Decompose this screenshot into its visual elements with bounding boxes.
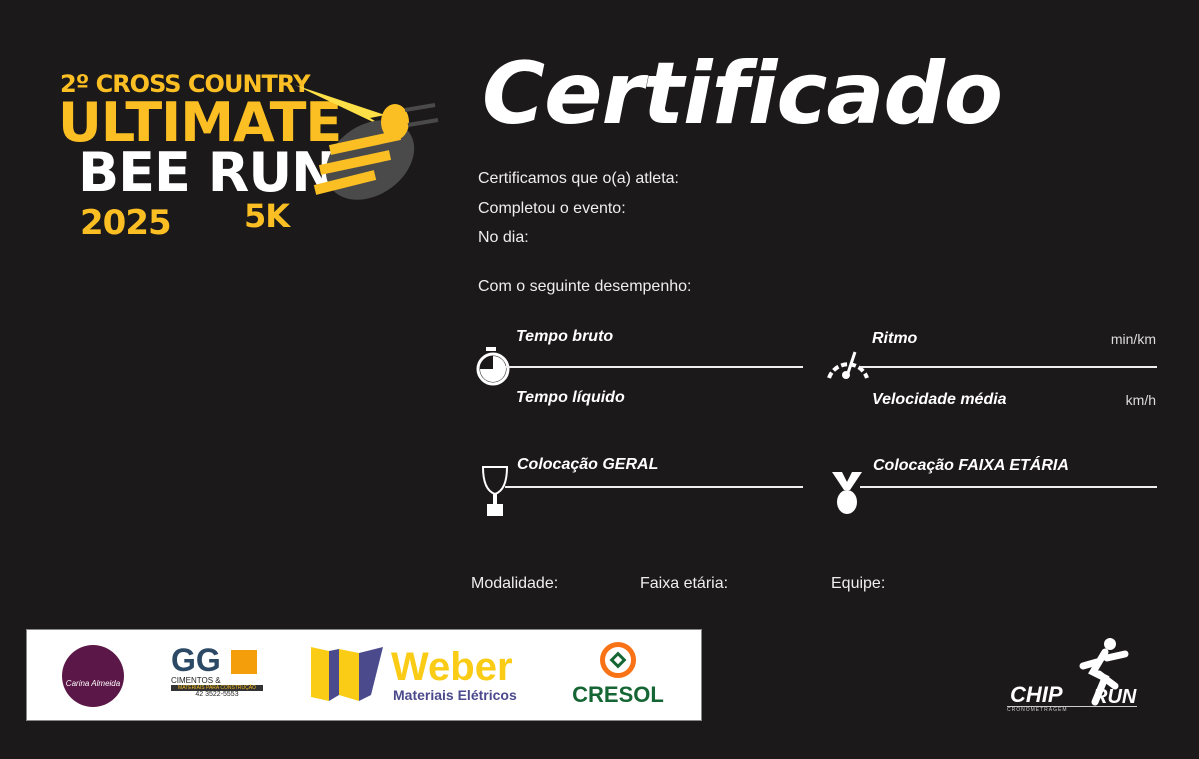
gg-sub: CIMENTOS & [171, 676, 221, 685]
carina-name: Carina Almeida [65, 679, 121, 688]
faixa-divider [860, 486, 1157, 488]
weber-sub: Materiais Elétricos [393, 687, 517, 703]
chip-text: CHIP [1010, 682, 1063, 707]
logo-year: 2025 [80, 203, 172, 243]
date-label: No dia: [478, 229, 529, 246]
logo-line3: BEE RUN [78, 141, 336, 204]
bee-icon [295, 85, 439, 200]
logo-line2: ULTIMATE [58, 91, 342, 154]
tempo-divider [505, 366, 803, 368]
chiprun-sub: CRONOMETRAGEM [1007, 706, 1137, 713]
geral-divider [505, 486, 803, 488]
sponsor-weber: Weber Materiais Elétricos [311, 645, 517, 708]
cresol-icon [600, 642, 636, 678]
cresol-name: CRESOL [572, 682, 664, 707]
ritmo-label: Ritmo [872, 330, 918, 347]
certificate-title: Certificado [482, 44, 1003, 144]
logo-line1: 2º CROSS COUNTRY [60, 70, 310, 98]
trophy-icon [481, 466, 509, 516]
performance-intro: Com o seguinte desempenho: [478, 278, 692, 295]
sponsor-carina: Carina Almeida [62, 645, 124, 707]
gg-band: MATERIAIS PARA CONSTRUÇÃO [171, 685, 263, 691]
tempo-bruto-label: Tempo bruto [516, 328, 614, 345]
event-label: Completou o evento: [478, 200, 626, 217]
weber-w-icon [311, 647, 383, 701]
velocidade-unit: km/h [1125, 392, 1156, 408]
sponsor-cresol: CRESOL [567, 642, 669, 708]
run-text: RUN [1093, 686, 1137, 708]
modalidade-label: Modalidade: [471, 575, 559, 592]
tempo-liquido-label: Tempo líquido [516, 389, 625, 406]
athlete-label: Certificamos que o(a) atleta: [478, 170, 679, 187]
gg-logo: GG [171, 642, 221, 678]
ritmo-unit: min/km [1110, 331, 1156, 347]
stopwatch-icon [476, 347, 510, 386]
colocacao-geral-label: Colocação GERAL [517, 456, 659, 473]
colocacao-faixa-label: Colocação FAIXA ETÁRIA [873, 457, 1069, 474]
velocidade-label: Velocidade média [872, 391, 1007, 408]
equipe-label: Equipe: [831, 575, 886, 592]
medal-icon [832, 472, 862, 514]
chiprun-logo: CHIP RUN CRONOMETRAGEM [1005, 636, 1140, 714]
runner-icon [1079, 638, 1129, 706]
logo-distance: 5K [244, 197, 290, 235]
faixa-etaria-label: Faixa etária: [640, 575, 729, 592]
sponsors-banner: Carina Almeida GG CIMENTOS & MATERIAIS P… [26, 629, 702, 721]
ritmo-divider [860, 366, 1157, 368]
bricks-icon [231, 650, 257, 674]
weber-name: Weber [391, 645, 513, 689]
sponsor-gg: GG CIMENTOS & MATERIAIS PARA CONSTRUÇÃO … [171, 644, 263, 698]
speedometer-icon [827, 351, 869, 379]
gg-phone: 42 3522-5553 [195, 691, 239, 698]
